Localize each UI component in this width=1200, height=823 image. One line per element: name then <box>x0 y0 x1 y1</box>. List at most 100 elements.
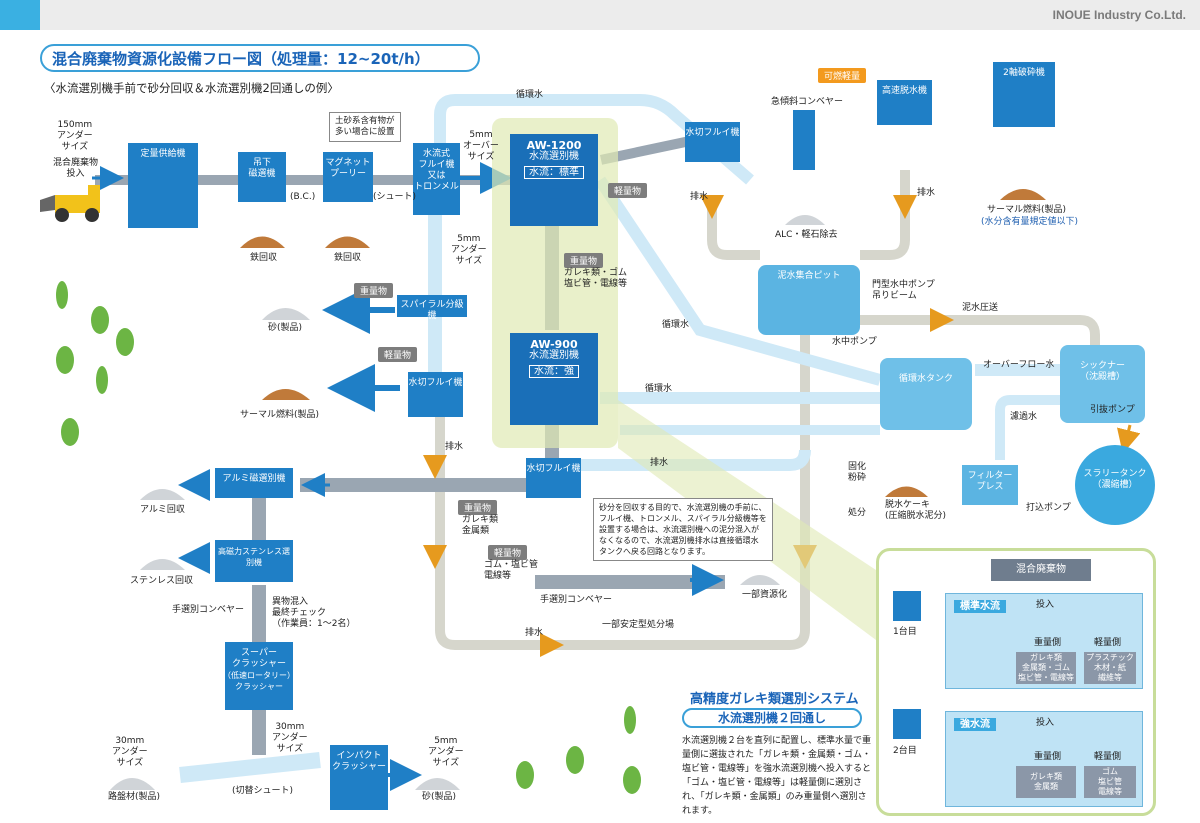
alc-pile <box>785 215 825 225</box>
unit2-icon <box>893 709 921 739</box>
wet-screen: 水流式 フルイ機 又は トロンメル <box>413 143 460 215</box>
slurry-tank: スラリータンク （濃縮槽） <box>1075 445 1155 525</box>
filtrate-pipe <box>995 395 1060 460</box>
switch-chute <box>179 752 321 783</box>
cake-pile <box>885 486 928 497</box>
aw1200-name: AW-1200 <box>526 139 582 152</box>
heavy1-items: ガレキ類 金属類・ゴム 塩ビ管・電線等 <box>1016 652 1076 684</box>
size-5-under-label: 5mm アンダー サイズ <box>451 234 487 266</box>
circ-water-loop-top <box>434 94 754 200</box>
system-title: 高精度ガレキ類選別システム <box>690 692 859 707</box>
size-5-over-label: 5mm オーバー サイズ <box>463 130 499 162</box>
heavy-tag-2: 重量物 <box>354 283 394 298</box>
filtrate-label: 濾過水 <box>1010 412 1038 422</box>
light1-items: プラスチック 木材・紙 繊維等 <box>1084 652 1136 684</box>
page-title: 混合廃棄物資源化設備フロー図（処理量：12~20t/h） <box>40 44 480 72</box>
soil-note: 土砂系含有物が 多い場合に設置 <box>329 112 401 142</box>
strong-flow-label: 強水流 <box>954 718 996 731</box>
dispose-label: 処分 <box>848 508 867 518</box>
drain-label-3: 排水 <box>917 188 936 198</box>
spiral-classifier: スパイラル分級機 <box>397 295 467 321</box>
draw-pump-label: 引抜ポンプ <box>1090 405 1135 415</box>
heavy1-label: 重量側 <box>1034 638 1062 648</box>
light-tag-3: 軽量物 <box>488 545 528 560</box>
top-bar: INOUE Industry Co.Ltd. <box>0 0 1200 30</box>
input2-label: 投入 <box>1036 718 1055 728</box>
thermal-fuel-right-label: サーマル燃料(製品) <box>987 205 1067 215</box>
magnet-pulley: マグネット プーリー <box>323 152 373 202</box>
thermal-fuel-left-label: サーマル燃料(製品) <box>240 410 320 420</box>
flow-down-left2 <box>428 310 442 380</box>
mixed-waste-input-label: 混合廃棄物 投入 <box>53 158 99 179</box>
flow-alu-down <box>252 495 266 545</box>
alu-pile <box>140 489 185 500</box>
switch-chute-label: (切替シュート) <box>232 786 294 796</box>
top-conveyor <box>600 136 691 165</box>
sand-bottom-pile <box>415 778 460 790</box>
aw900-sub: 水流選別機 <box>529 350 579 361</box>
hand-sort-conveyor <box>535 575 725 589</box>
strong-flow-panel: 強水流 投入 重量側 軽量側 ガレキ類 金属類 ゴム 塩ビ管 電線等 <box>945 711 1143 807</box>
flammable-light-tag: 可燃軽量 <box>818 68 867 83</box>
aw1200-mode: 水流：標準 <box>524 166 584 179</box>
aw900-separator: AW-900 水流選別機 水流：強 <box>510 333 598 425</box>
thermal-fuel-note: (水分含有量規定値以下) <box>981 217 1079 227</box>
gate-pump-label: 門型水中ポンプ 吊りビーム <box>872 280 935 301</box>
sludge-arrow <box>1116 424 1141 454</box>
light1-label: 軽量側 <box>1094 638 1122 648</box>
dewatered-cake-label: 脱水ケーキ (圧縮脱水泥分) <box>885 500 947 521</box>
drain-label-1: 排水 <box>445 442 464 452</box>
ss-recovery-label: ステンレス回収 <box>130 576 194 586</box>
trees-left <box>56 281 134 446</box>
light2-label: 軽量側 <box>1094 752 1122 762</box>
dewater-screen-left: 水切フルイ機 <box>408 372 463 417</box>
drain-loop-right2 <box>860 170 910 260</box>
light2-items: ゴム 塩ビ管 電線等 <box>1084 766 1136 798</box>
overflow-label: オーバーフロー水 <box>983 360 1055 370</box>
dewater-screen-top: 水切フルイ機 <box>685 122 740 162</box>
filter-press: フィルター プレス <box>962 465 1018 505</box>
unit1-icon <box>893 591 921 621</box>
push-pump-label: 打込ポンプ <box>1026 503 1071 513</box>
iron-recovery-2: 鉄回収 <box>334 253 362 263</box>
circ-water-mid2-label: 循環水 <box>645 384 673 394</box>
unit2-label: 2台目 <box>893 746 917 756</box>
hand-sort-left-label: 手選別コンベヤー <box>172 605 245 615</box>
iron-pile-2 <box>325 236 370 248</box>
super-crusher-sub: （低速ロータリー） クラッシャー <box>223 671 295 691</box>
drain-label-4: 排水 <box>650 458 669 468</box>
dewater-screen-mid: 水切フルイ機 <box>526 458 581 498</box>
trees-bottom <box>516 706 641 794</box>
unit1-label: 1台目 <box>893 627 917 637</box>
company-name: INOUE Industry Co.Ltd. <box>1052 8 1186 22</box>
high-speed-dewater: 高速脱水機 <box>877 80 932 125</box>
hand-sort-mid-label: 手選別コンベヤー <box>540 595 613 605</box>
light-items-3: ゴム・塩ビ管 電線等 <box>484 560 539 581</box>
partial-resource-pile <box>740 575 780 585</box>
circ-water-diag <box>595 176 882 386</box>
steep-conveyor-label: 急傾斜コンベヤー <box>771 97 844 107</box>
drain-loop-bottom <box>435 330 810 650</box>
thermal-fuel-pile <box>262 389 310 400</box>
std-flow-label: 標準水流 <box>954 600 1006 613</box>
system-description: 水流選別機２台を直列に配置し、標準水量で重量側に選抜された「ガレキ類・金属類・ゴ… <box>682 736 872 816</box>
feed-conveyor <box>95 175 515 185</box>
flow-ss-down <box>252 585 266 645</box>
drain-loop-right <box>707 200 760 260</box>
chute-label: (シュート) <box>373 192 417 202</box>
aw1200-sub: 水流選別機 <box>529 151 579 162</box>
thermal-fuel-right-pile <box>1000 189 1046 200</box>
feeder-machine: 定量供給機 <box>128 143 198 228</box>
alu-recovery-label: アルミ回収 <box>140 505 185 515</box>
top-bar-accent <box>0 0 40 30</box>
ss-separator: 高磁力ステンレス選別機 <box>215 540 293 582</box>
iron-recovery-1: 鉄回収 <box>250 253 278 263</box>
slurry-pipe <box>860 315 1100 345</box>
roadbed-pile <box>110 778 155 790</box>
drain-pipe-mid <box>560 449 811 471</box>
iron-pile-1 <box>240 236 285 248</box>
input1-label: 投入 <box>1036 600 1055 610</box>
heavy2-label: 重量側 <box>1034 752 1062 762</box>
size-5-right-label: 5mm アンダー サイズ <box>428 736 464 768</box>
sand-pile <box>262 308 310 320</box>
